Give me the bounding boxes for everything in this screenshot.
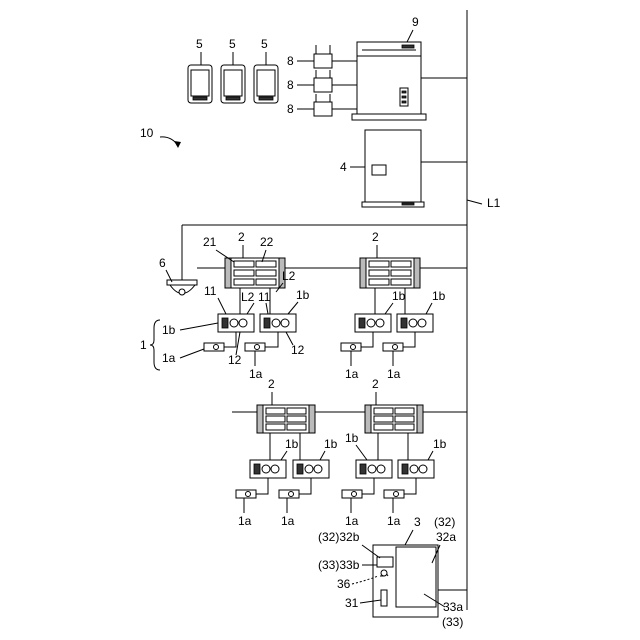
label-server: 9 bbox=[412, 15, 419, 29]
server: 9 bbox=[352, 15, 467, 120]
label-system: 10 bbox=[140, 126, 154, 140]
label-l1: L1 bbox=[487, 196, 501, 210]
outlet-unit bbox=[397, 314, 433, 332]
label-hub-22: 22 bbox=[260, 235, 274, 249]
label-hub: 2 bbox=[372, 230, 379, 244]
outlet-unit bbox=[260, 314, 296, 332]
label-unit-a: 1a bbox=[345, 514, 359, 528]
dome-camera-icon: 6 bbox=[159, 256, 197, 295]
label-unit-b: 1b bbox=[285, 437, 299, 451]
label-hub: 2 bbox=[372, 377, 379, 391]
label-hub: 2 bbox=[238, 230, 245, 244]
leader-l1 bbox=[467, 200, 482, 204]
label-bridge-2: 8 bbox=[287, 78, 294, 92]
label-unit-a: 1a bbox=[162, 351, 176, 365]
access-point-icon bbox=[314, 45, 332, 68]
plug bbox=[236, 478, 268, 498]
label-l2: L2 bbox=[282, 269, 296, 283]
access-point-icon bbox=[314, 70, 332, 92]
label-camera: 6 bbox=[159, 256, 166, 270]
label-unit-a: 1a bbox=[345, 367, 359, 381]
label-cab-32: (32) bbox=[434, 515, 455, 529]
label-unit-a: 1a bbox=[249, 367, 263, 381]
access-point-group: 8 8 8 bbox=[287, 45, 357, 116]
unit-labels: L2 L2 11 11 1b 1b 1a 1 12 12 1a 1b 1b 1a… bbox=[140, 269, 447, 528]
outlet-unit bbox=[293, 460, 329, 478]
label-unit-b: 1b bbox=[433, 437, 447, 451]
smartphone-icon bbox=[188, 65, 212, 103]
label-cab-33b: (33)33b bbox=[318, 558, 360, 572]
label-unit-group: 1 bbox=[140, 338, 147, 352]
label-cab-31: 31 bbox=[345, 596, 359, 610]
label-unit-b: 1b bbox=[392, 289, 406, 303]
label-hub: 2 bbox=[268, 377, 275, 391]
label-cabinet: 3 bbox=[414, 515, 421, 529]
label-phone-3: 5 bbox=[261, 37, 268, 51]
label-port-11: 11 bbox=[258, 290, 271, 304]
label-cab-33: (33) bbox=[442, 615, 463, 629]
label-cab-32a: 32a bbox=[436, 530, 456, 544]
outlet-unit bbox=[250, 460, 286, 478]
hub-bottom-right: 2 bbox=[365, 377, 423, 460]
plug bbox=[342, 478, 374, 498]
label-phone-2: 5 bbox=[229, 37, 236, 51]
label-port-12: 12 bbox=[228, 353, 242, 367]
label-port-12: 12 bbox=[291, 343, 305, 357]
outlet-unit bbox=[355, 314, 391, 332]
label-unit-b: 1b bbox=[296, 288, 310, 302]
plug bbox=[384, 478, 416, 498]
outlet-unit bbox=[218, 314, 254, 332]
label-unit-b: 1b bbox=[324, 437, 338, 451]
outlet-unit bbox=[398, 460, 434, 478]
plug bbox=[204, 332, 236, 351]
label-cab-32b: (32)32b bbox=[318, 530, 360, 544]
label-unit-a: 1a bbox=[238, 514, 252, 528]
outlet-units bbox=[218, 314, 434, 478]
label-unit-a: 1a bbox=[387, 514, 401, 528]
label-bridge-3: 8 bbox=[287, 102, 294, 116]
label-unit-a: 1a bbox=[281, 514, 295, 528]
label-l2: L2 bbox=[241, 290, 255, 304]
smartphone-group: 5 5 5 bbox=[188, 37, 278, 103]
label-phone-1: 5 bbox=[196, 37, 203, 51]
label-unit-a: 1a bbox=[387, 367, 401, 381]
plug bbox=[383, 332, 415, 351]
label-unit-b: 1b bbox=[345, 431, 359, 445]
smartphone-icon bbox=[254, 65, 278, 103]
label-unit-b: 1b bbox=[162, 323, 176, 337]
cabinet: 3 (32) 32a (32)32b (33)33b 36 31 33a (33… bbox=[318, 515, 467, 629]
plug bbox=[341, 332, 373, 351]
unit-group-brace bbox=[150, 320, 160, 370]
access-point-icon bbox=[314, 94, 332, 116]
label-port-11: 11 bbox=[204, 284, 217, 298]
label-bridge-1: 8 bbox=[287, 54, 294, 68]
label-panel: 4 bbox=[340, 160, 347, 174]
panel: 4 bbox=[340, 130, 467, 207]
outlet-unit bbox=[356, 460, 392, 478]
plug bbox=[279, 478, 311, 498]
smartphone-icon bbox=[221, 65, 245, 103]
label-unit-b: 1b bbox=[432, 289, 446, 303]
label-hub-21: 21 bbox=[203, 235, 217, 249]
plug bbox=[245, 332, 278, 351]
label-cab-36: 36 bbox=[337, 577, 351, 591]
hub-top-right: 2 bbox=[360, 230, 420, 316]
label-cab-33a: 33a bbox=[443, 600, 463, 614]
